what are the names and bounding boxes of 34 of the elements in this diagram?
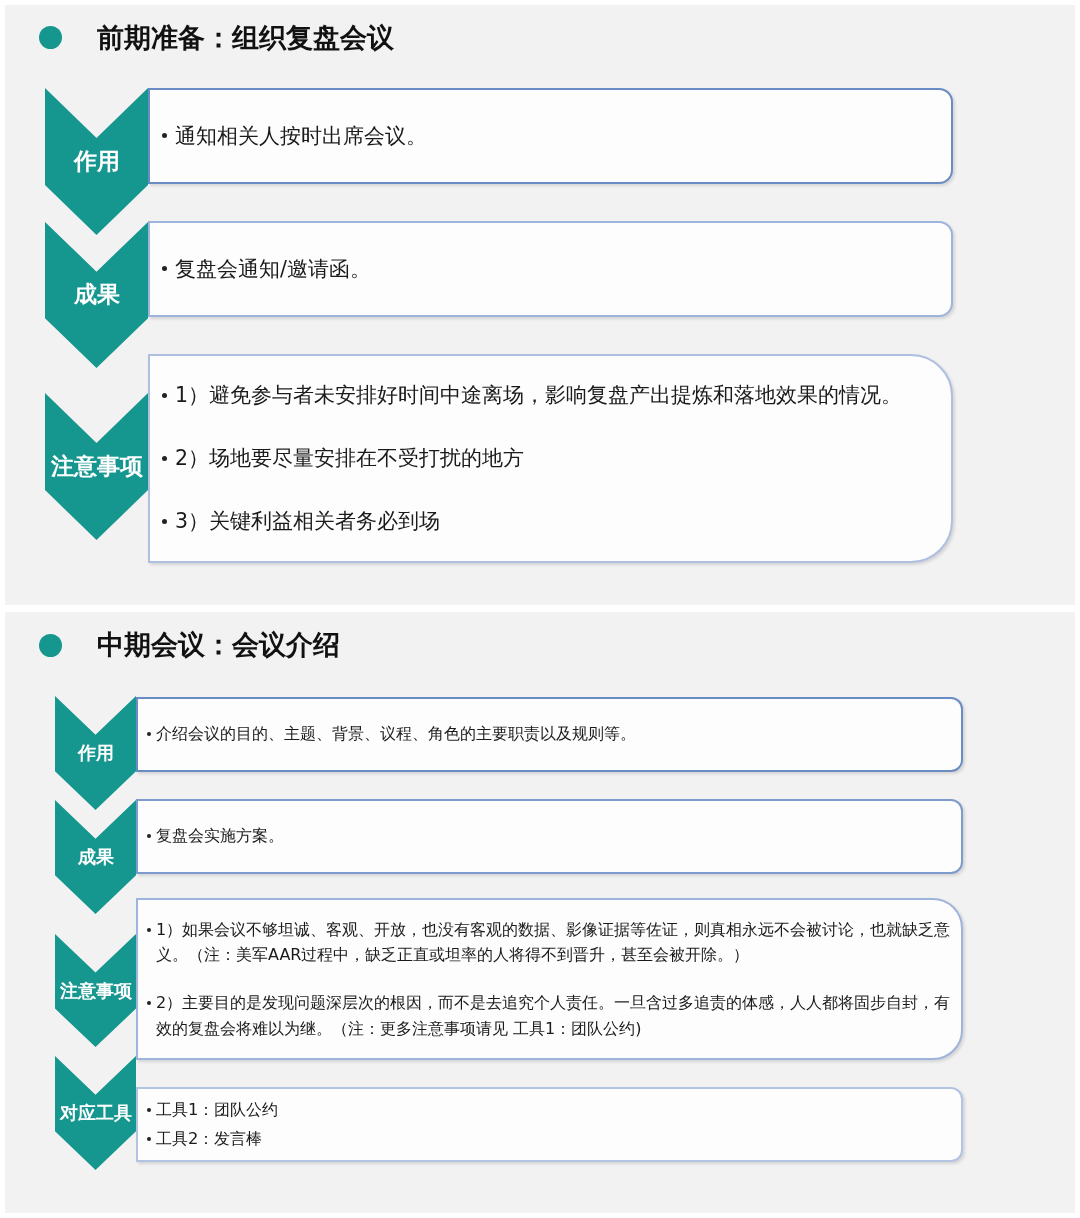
bullet-item: 工具1：团队公约 <box>156 1098 280 1121</box>
tag-label: 注意事项 <box>50 452 143 481</box>
bullet-item: 介绍会议的目的、主题、背景、议程、角色的主要职责以及规则等。 <box>156 723 637 746</box>
tag-label: 成果 <box>73 281 120 309</box>
section-panel <box>5 5 1075 605</box>
bullet-item: 2）主要目的是发现问题深层次的根因，而不是去追究个人责任。一旦含过多追责的体感，人人都将固步自封，有效的复盘会将难以为继。（注：更多注意事项请见 工具1：团队公约) <box>156 992 952 1040</box>
category-tag <box>45 88 148 235</box>
text-card <box>148 354 953 563</box>
bullet-item: 1）避免参与者未安排好时间中途离场，影响复盘产出提炼和落地效果的情况。 <box>175 382 904 410</box>
tag-label: 作用 <box>77 742 114 764</box>
category-tag <box>55 1056 136 1170</box>
bullet-item: 复盘会通知/邀请函。 <box>175 255 372 283</box>
category-tag <box>55 800 136 914</box>
section-title: 中期会议：会议介绍 <box>97 629 340 662</box>
text-card <box>136 697 963 772</box>
tag-label: 注意事项 <box>59 979 132 1002</box>
section-panel <box>5 612 1075 1213</box>
text-card <box>136 898 963 1060</box>
text-card <box>136 1087 963 1162</box>
bullet-item: 2）场地要尽量安排在不受打扰的地方 <box>175 445 526 473</box>
bullet-item: 通知相关人按时出席会议。 <box>175 122 428 150</box>
bullet-item: 复盘会实施方案。 <box>156 825 285 848</box>
tag-label: 成果 <box>77 846 114 868</box>
category-tag <box>55 696 136 810</box>
bullet-item: 3）关键利益相关者务必到场 <box>175 507 442 535</box>
bullet-item: 1）如果会议不够坦诚、客观、开放，也没有客观的数据、影像证据等佐证，则真相永远不会被讨论，也就缺乏意义。（注：美军AAR过程中，缺乏正直或坦率的人将得不到晋升，甚至会被开除。） <box>156 918 952 967</box>
text-card <box>148 221 953 317</box>
category-tag <box>45 222 148 368</box>
bullet-item: 工具2：发言棒 <box>156 1128 264 1150</box>
section-title: 前期准备：组织复盘会议 <box>97 22 394 55</box>
tag-label: 对应工具 <box>59 1102 132 1124</box>
text-card <box>136 799 963 874</box>
text-card <box>148 88 953 184</box>
tag-label: 作用 <box>73 147 120 176</box>
